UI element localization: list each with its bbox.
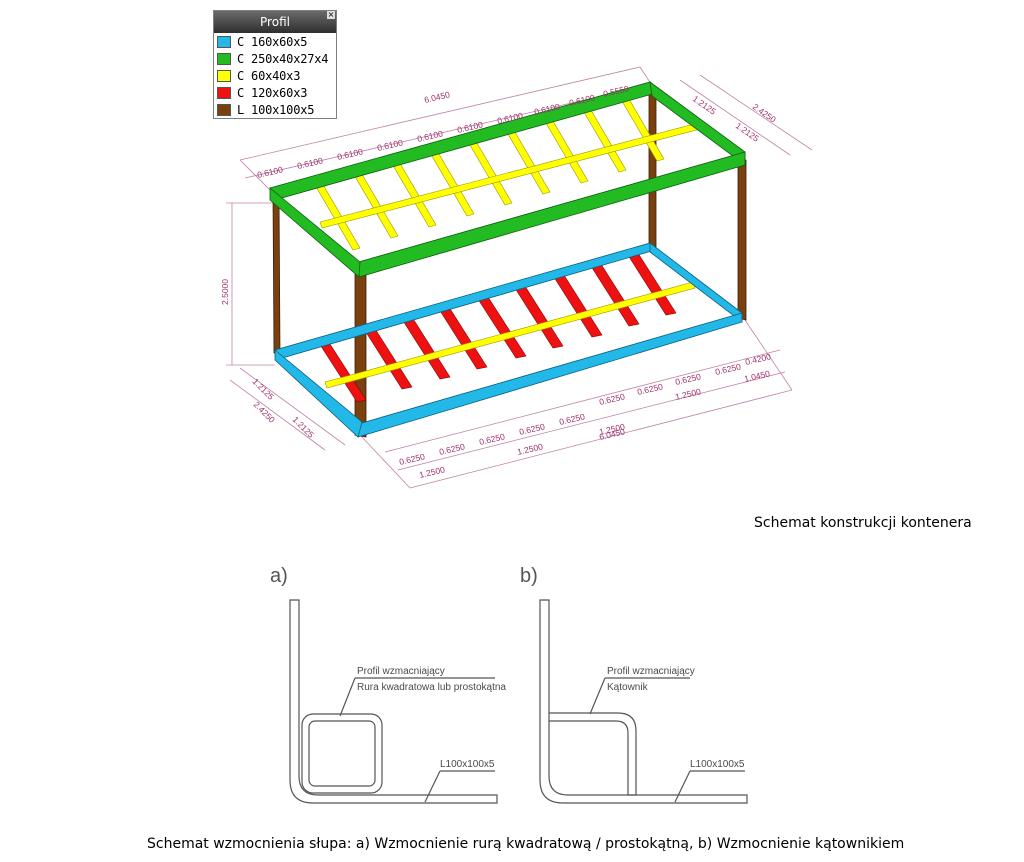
dim-bottom-seg: 0.6250 [478, 431, 506, 447]
dim-bottom-seg: 0.6250 [558, 411, 586, 427]
legend-item: L 100x100x5 [214, 101, 336, 118]
legend-item: C 250x40x27x4 [214, 50, 336, 67]
panel-a-note-line1: Profil wzmacniający [357, 666, 445, 677]
panel-b-note-line2: Kątownik [607, 682, 649, 693]
bottom-frame [274, 242, 743, 438]
legend-swatch [217, 69, 231, 82]
panel-b-label: b) [520, 565, 538, 587]
dimension-lines [226, 66, 813, 489]
panel-b-drawing [539, 599, 748, 804]
legend-item: C 60x40x3 [214, 67, 336, 84]
legend-title: Profil [260, 15, 290, 29]
dim-bottom-end-seg: 0.4200 [744, 351, 772, 367]
dim-bottom-seg: 0.6250 [398, 451, 426, 467]
legend-item-label: C 60x40x3 [237, 68, 301, 83]
dim-height: 2.5000 [220, 279, 230, 305]
panel-b-note-line1: Profil wzmacniający [607, 666, 695, 677]
dim-bottom-seg: 0.6250 [598, 391, 626, 407]
close-icon[interactable]: × [327, 10, 335, 19]
legend-item-label: L 100x100x5 [237, 102, 315, 117]
legend-item: C 160x60x5 [214, 33, 336, 50]
dim-bottom-seg: 0.6250 [518, 421, 546, 437]
panel-a-profile: L100x100x5 [440, 759, 495, 770]
legend-item: C 120x60x3 [214, 84, 336, 101]
legend-swatch [217, 35, 231, 48]
legend-swatch [217, 52, 231, 65]
columns [272, 87, 747, 438]
container-caption: Schemat konstrukcji kontenera [754, 515, 972, 531]
dim-top-seg: 0.6100 [376, 137, 404, 153]
panel-a-label: a) [270, 565, 288, 587]
dim-bottom-mid: 1.2500 [674, 386, 702, 402]
legend-item-label: C 250x40x27x4 [237, 51, 329, 66]
dim-bottom-seg: 0.6250 [674, 371, 702, 387]
dim-top-width-half-b: 1.2125 [734, 120, 761, 143]
dim-bottom-seg: 0.6250 [438, 441, 466, 457]
dim-bottom-mid: 1.2500 [418, 464, 446, 480]
dim-top-seg: 0.6100 [256, 164, 284, 180]
dim-bottom-end-mid: 1.0450 [743, 368, 771, 384]
panel-b-profile: L100x100x5 [690, 759, 745, 770]
dim-top-seg: 0.6100 [296, 155, 324, 171]
dim-top-seg: 0.6100 [336, 146, 364, 162]
legend-header: Profil × [214, 11, 336, 33]
profile-legend: Profil × C 160x60x5 C 250x40x27x4 C 60x4… [213, 10, 337, 119]
top-frame [269, 81, 746, 278]
legend-swatch [217, 86, 231, 99]
dim-top-width: 2.4250 [751, 101, 778, 124]
legend-swatch [217, 103, 231, 116]
column-reinforcement-caption: Schemat wzmocnienia słupa: a) Wzmocnieni… [147, 836, 905, 852]
dim-bottom-seg: 0.6250 [714, 361, 742, 377]
legend-item-label: C 160x60x5 [237, 34, 308, 49]
dim-bottom-seg: 0.6250 [636, 381, 664, 397]
legend-item-label: C 120x60x3 [237, 85, 308, 100]
panel-a-drawing [289, 599, 498, 804]
panel-a-note-line2: Rura kwadratowa lub prostokątna [357, 682, 506, 693]
dim-top-length: 6.0450 [423, 89, 451, 105]
